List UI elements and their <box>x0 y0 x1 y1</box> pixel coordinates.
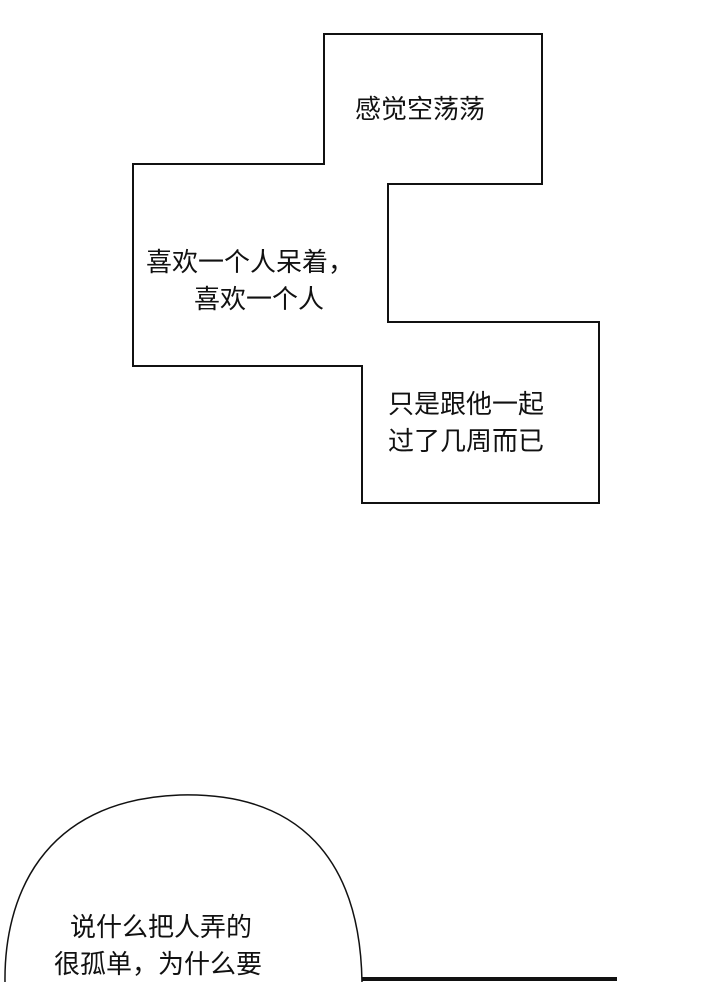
caption-text-1: 感觉空荡荡 <box>355 95 486 125</box>
caption-text-2b: 喜欢一个人 <box>194 285 325 315</box>
caption-text-3b: 过了几周而已 <box>388 427 545 457</box>
caption-text-3a: 只是跟他一起 <box>388 390 545 420</box>
speech-text-2: 很孤单，为什么要 <box>54 950 263 980</box>
speech-bubble-outline <box>4 794 363 982</box>
speech-text-1: 说什么把人弄的 <box>70 913 253 943</box>
caption-text-2a: 喜欢一个人呆着， <box>146 248 355 278</box>
caption-box-outline <box>132 33 600 504</box>
